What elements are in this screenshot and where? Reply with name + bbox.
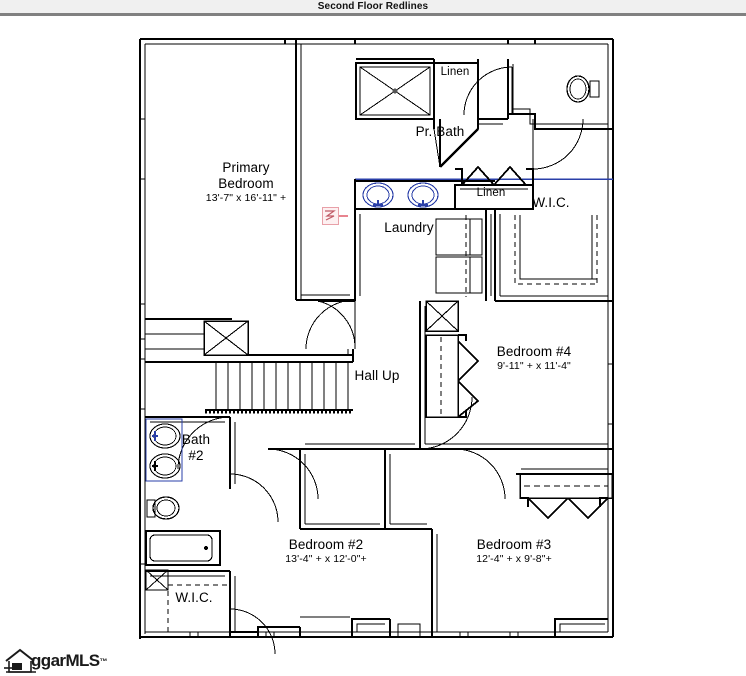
floor-plan-canvas: Primary Bedroom 13'-7" x 16'-11" + Pr. B… — [0, 19, 746, 676]
mls-watermark: ggarMLS ™ — [4, 648, 108, 674]
watermark-label: ggarMLS — [31, 651, 100, 670]
redline-leader-line — [339, 215, 348, 217]
house-logo-icon — [4, 648, 36, 673]
floor-plan-drawing — [138, 37, 615, 655]
redline-annotation-marker[interactable] — [322, 207, 339, 225]
watermark-trademark: ™ — [99, 656, 108, 666]
page-title: Second Floor Redlines — [317, 1, 429, 12]
title-bar: Second Floor Redlines — [0, 0, 746, 16]
